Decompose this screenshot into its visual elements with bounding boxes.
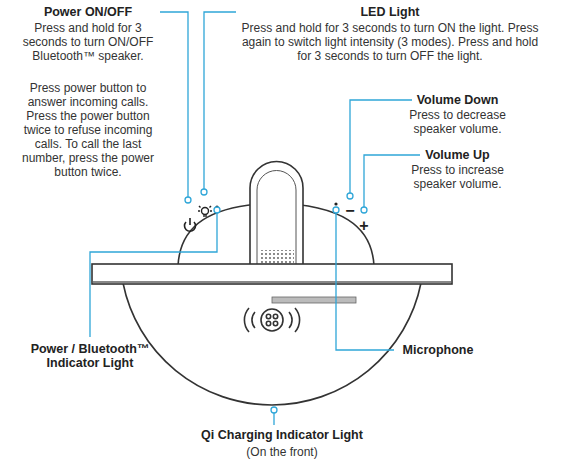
slab-edge xyxy=(93,281,451,283)
callout-note: Press to decrease speaker volume. xyxy=(400,108,515,136)
microphone-dot xyxy=(334,202,337,205)
callout-title: Qi Charging Indicator Light xyxy=(172,428,392,442)
bulb-symbol xyxy=(198,206,212,216)
speaker-grille xyxy=(259,250,294,265)
callout-note: Press power button to answer incoming ca… xyxy=(13,81,163,179)
tray-slot xyxy=(272,297,356,303)
callout-title: Power ON/OFF xyxy=(13,5,163,19)
button-symbol: − xyxy=(343,203,357,219)
callout-title: Volume Down xyxy=(400,93,515,107)
qi-icon xyxy=(244,308,299,332)
callout-note: Press and hold for 3 seconds to turn ON/… xyxy=(13,21,163,63)
callout-note: (On the front) xyxy=(172,445,392,459)
callout-title: LED Light xyxy=(330,5,450,19)
callout-title: Microphone xyxy=(398,343,478,357)
button-symbol: + xyxy=(357,218,371,234)
leader-lines xyxy=(90,12,420,425)
callout-title: Volume Up xyxy=(400,148,515,162)
lamp-inner xyxy=(257,171,296,265)
lamp-arch xyxy=(250,162,303,267)
charging-slab xyxy=(92,264,452,284)
power-symbol xyxy=(185,218,196,231)
base-disc xyxy=(123,283,421,405)
callout-title: Power / Bluetooth™ Indicator Light xyxy=(20,342,160,370)
callout-note: Press to increase speaker volume. xyxy=(400,163,515,191)
callout-note: Press and hold for 3 seconds to turn ON … xyxy=(240,21,540,63)
